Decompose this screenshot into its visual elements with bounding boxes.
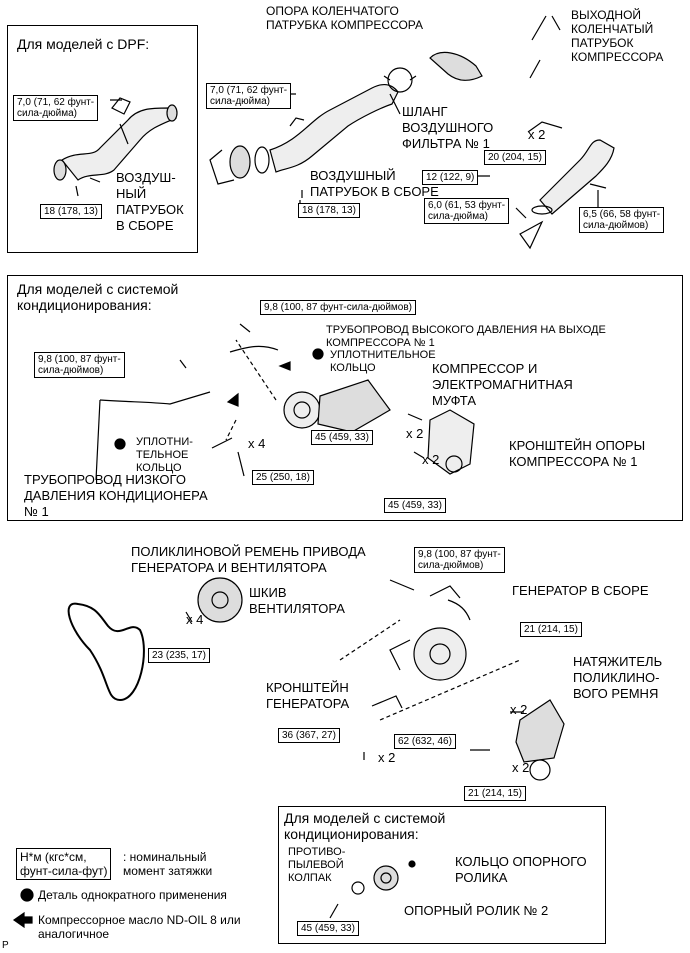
air-hose-drawing — [383, 51, 483, 93]
ac-torque-45-b: 45 (459, 33) — [384, 498, 446, 513]
belt-label: ПОЛИКЛИНОВОЙ РЕМЕНЬ ПРИВОДА ГЕНЕРАТОРА И… — [131, 544, 366, 575]
legend-dot — [20, 888, 34, 902]
gen-torque-36: 36 (367, 27) — [278, 728, 340, 743]
gen-torque-21-top: 21 (214, 15) — [520, 622, 582, 637]
alternator-drawing — [389, 579, 471, 681]
dpf-title: Для моделей с DPF: — [17, 36, 150, 52]
dpf-air-pipe-drawing — [53, 97, 178, 197]
ac-frame — [7, 275, 683, 521]
intake-torque-pipe: 18 (178, 13) — [298, 203, 360, 218]
ac-title: Для моделей с системой кондиционирования… — [17, 281, 179, 313]
oring-label-2: УПЛОТНИ- ТЕЛЬНОЕ КОЛЬЦО — [136, 436, 193, 474]
legend-non-reusable: Деталь однократного применения — [38, 888, 227, 902]
ac-idler-frame — [278, 806, 606, 944]
ac-bracket-label: КРОНШТЕЙН ОПОРЫ КОМПРЕССОРА № 1 — [509, 438, 646, 469]
pipe-label: ВОЗДУШНЫЙ ПАТРУБОК В СБОРЕ — [310, 168, 439, 199]
intake-torque-6-5: 6,5 (66, 58 фунт- сила-дюймов) — [579, 207, 665, 233]
gen-qty-x4: x 4 — [186, 612, 204, 627]
ac-qty-x2-b: x 2 — [422, 452, 440, 467]
tensioner-label: НАТЯЖИТЕЛЬ ПОЛИКЛИНО- ВОГО РЕМНЯ — [573, 654, 663, 701]
fan-pulley-label: ШКИВ ВЕНТИЛЯТОРА — [249, 585, 345, 616]
ac-qty-x2-a: x 2 — [406, 426, 424, 441]
idler-torque-45: 45 (459, 33) — [297, 921, 359, 936]
hp-line-label: ТРУБОПРОВОД ВЫСОКОГО ДАВЛЕНИЯ НА ВЫХОДЕ … — [326, 324, 606, 349]
fan-pulley-drawing — [185, 577, 243, 623]
intake-torque-top-left: 7,0 (71, 62 фунт- сила-дюйма) — [206, 83, 292, 109]
intake-torque-12: 12 (122, 9) — [422, 170, 479, 185]
intake-torque-20: 20 (204, 15) — [484, 150, 546, 165]
non-reusable-dot-1 — [312, 348, 324, 360]
tensioner-drawing — [470, 699, 565, 781]
ac-torque-45-a: 45 (459, 33) — [311, 430, 373, 445]
alternator-label: ГЕНЕРАТОР В СБОРЕ — [512, 583, 649, 598]
ac-compressor-drawing — [95, 323, 475, 481]
belt-drawing — [67, 602, 145, 702]
ac-torque-top: 9,8 (100, 87 фунт-сила-дюймов) — [260, 300, 417, 315]
corner-mark: P — [2, 940, 9, 951]
legend-oil-text: Компрессорное масло ND-OIL 8 или аналоги… — [38, 913, 241, 941]
gen-qty-x2-b: x 2 — [378, 750, 396, 765]
intake-pipe-drawing — [209, 83, 399, 198]
idler-label: ОПОРНЫЙ РОЛИК № 2 — [404, 903, 549, 918]
hose-label: ШЛАНГ ВОЗДУШНОГО ФИЛЬТРА № 1 — [402, 104, 494, 151]
legend-arrow — [12, 911, 33, 929]
gen-torque-23: 23 (235, 17) — [148, 648, 210, 663]
dpf-torque-lower: 18 (178, 13) — [40, 204, 102, 219]
gen-qty-x2-a: x 2 — [510, 702, 528, 717]
compressor-label: КОМПРЕССОР И ЭЛЕКТРОМАГНИТНАЯ МУФТА — [432, 361, 573, 408]
dpf-frame — [7, 25, 198, 253]
idler-ring-label: КОЛЬЦО ОПОРНОГО РОЛИКА — [455, 854, 587, 885]
dpf-torque-upper: 7,0 (71, 62 фунт- сила-дюйма) — [13, 95, 99, 121]
elbow-support-label: ОПОРА КОЛЕНЧАТОГО ПАТРУБКА КОМПРЕССОРА — [266, 4, 424, 32]
oring-label-1: УПЛОТНИТЕЛЬНОЕ КОЛЬЦО — [330, 349, 436, 374]
dpf-part-label: ВОЗДУШ- НЫЙ ПАТРУБОК В СБОРЕ — [116, 170, 184, 233]
dust-cap-label: ПРОТИВО- ПЫЛЕВОЙ КОЛПАК — [288, 846, 346, 884]
ac-qty-x4: x 4 — [248, 436, 266, 451]
gen-qty-x2-c: x 2 — [512, 760, 530, 775]
ac-torque-25: 25 (250, 18) — [252, 470, 314, 485]
legend-torque-text: : номинальный момент затяжки — [123, 850, 213, 878]
idler-title: Для моделей с системой кондиционирования… — [284, 810, 446, 842]
intake-torque-6-0: 6,0 (61, 53 фунт- сила-дюйма) — [424, 198, 510, 224]
lp-line-label: ТРУБОПРОВОД НИЗКОГО ДАВЛЕНИЯ КОНДИЦИОНЕР… — [24, 472, 208, 519]
non-reusable-dot-2 — [114, 438, 126, 450]
gen-torque-62: 62 (632, 46) — [394, 734, 456, 749]
outlet-elbow-label: ВЫХОДНОЙ КОЛЕНЧАТЫЙ ПАТРУБОК КОМПРЕССОРА — [571, 8, 664, 64]
intake-qty-x2: x 2 — [528, 127, 546, 142]
gen-bracket-label: КРОНШТЕЙН ГЕНЕРАТОРА — [266, 680, 350, 711]
oil-arrow-2 — [226, 392, 239, 407]
legend-torque-box: Н*м (кгс*см, фунт-сила-фут) — [16, 848, 112, 880]
gen-torque-top: 9,8 (100, 87 фунт- сила-дюймов) — [414, 547, 505, 573]
outlet-elbow-drawing — [519, 15, 615, 250]
gen-torque-21-bottom: 21 (214, 15) — [464, 786, 526, 801]
oil-arrow-1 — [278, 361, 291, 371]
ac-torque-left: 9,8 (100, 87 фунт- сила-дюймов) — [34, 352, 125, 378]
